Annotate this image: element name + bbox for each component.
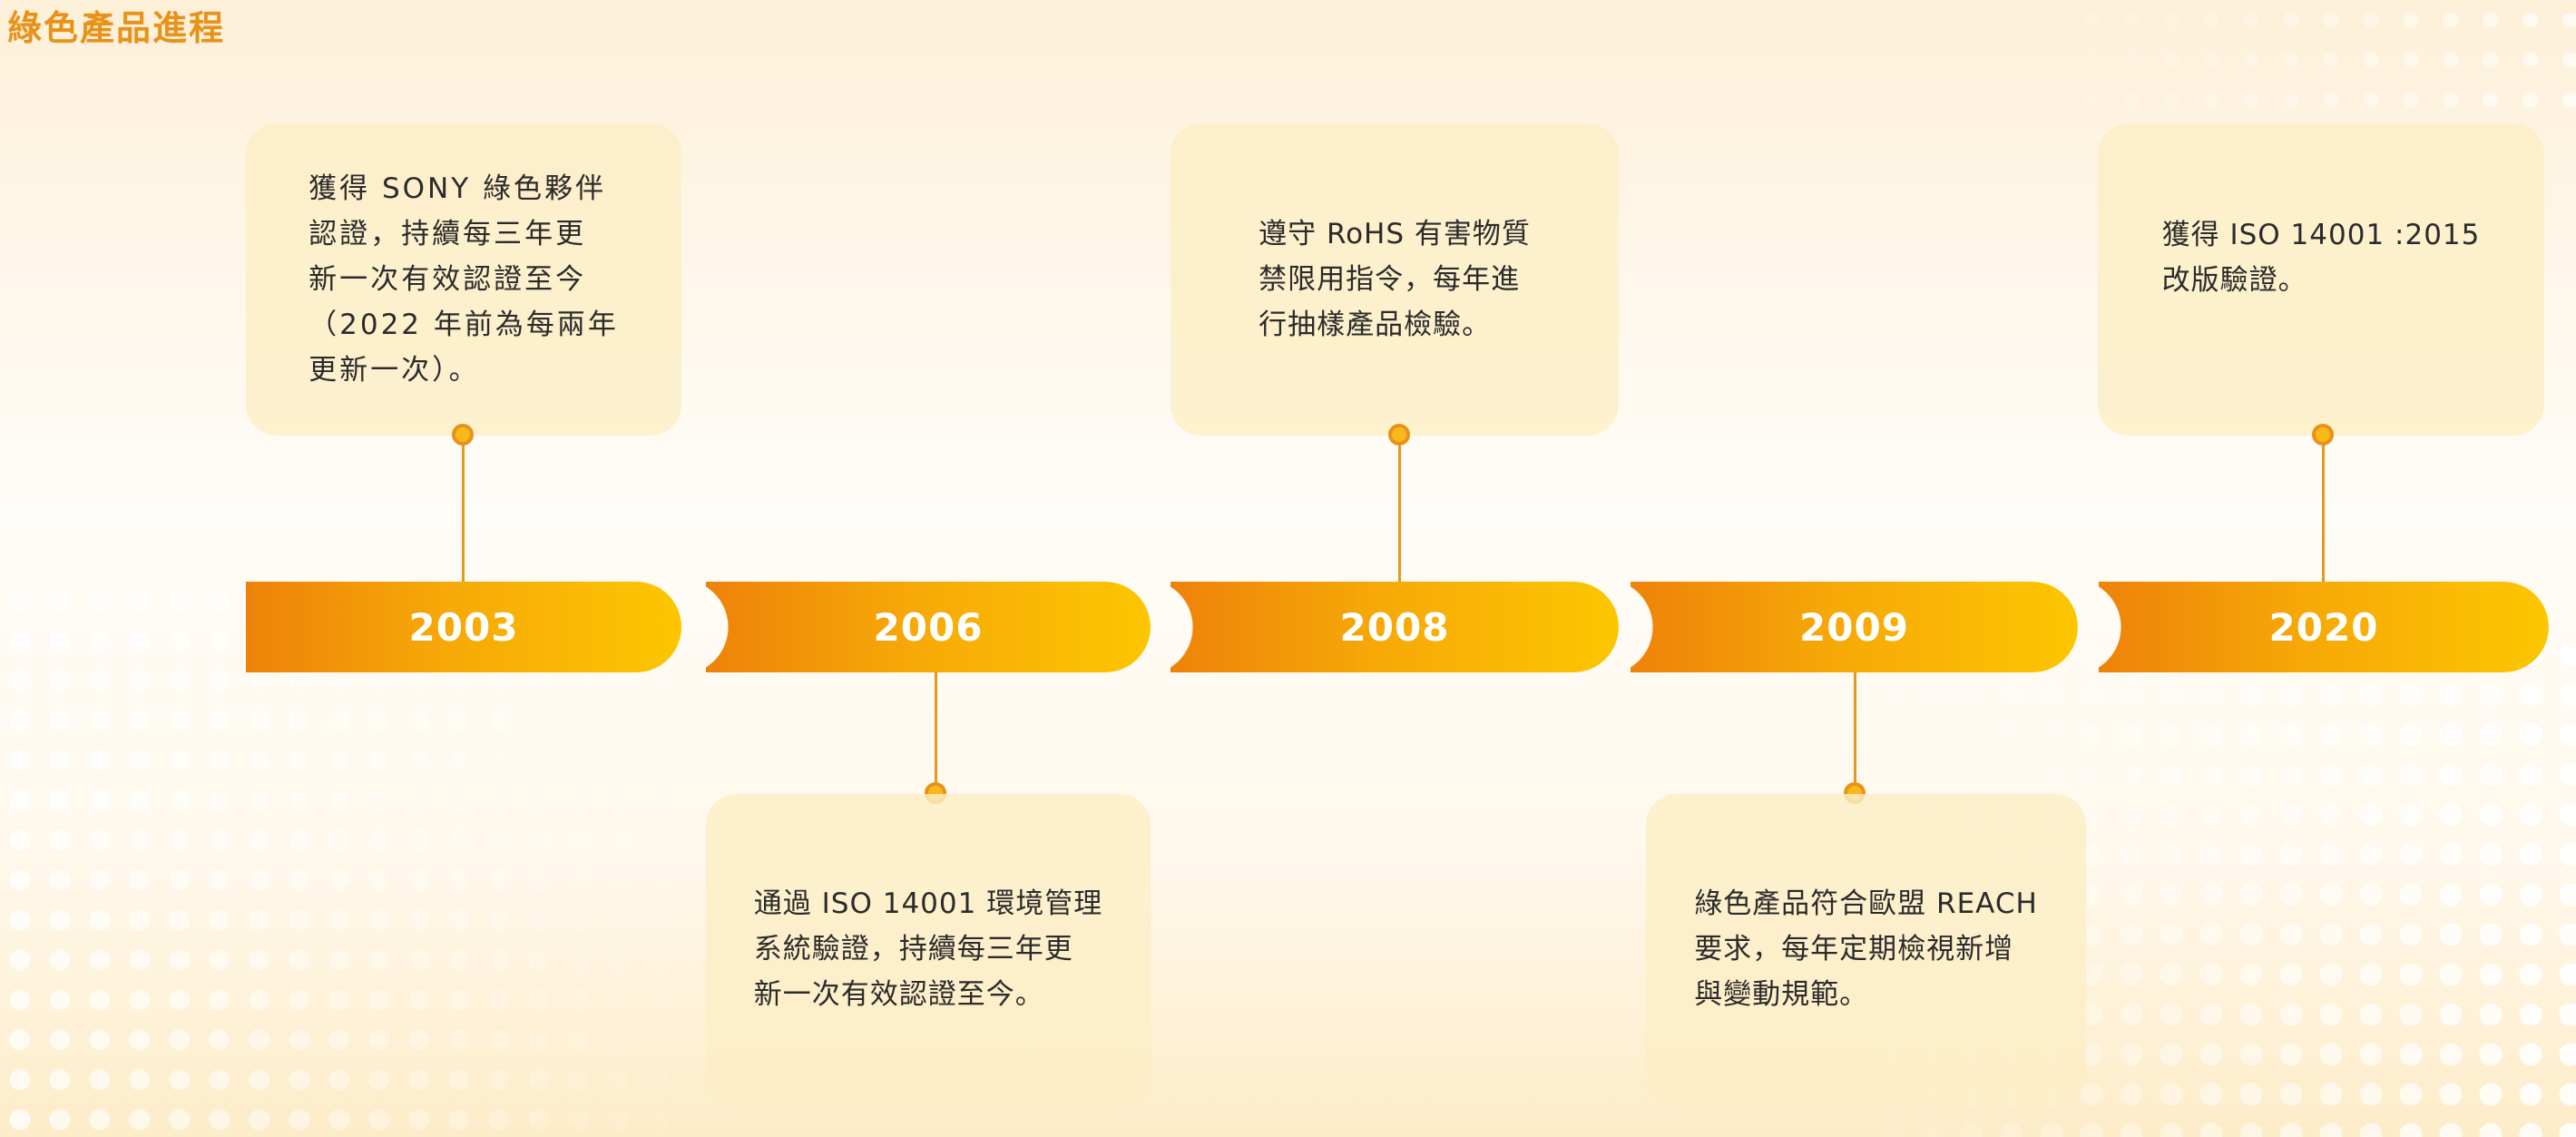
milestone-description: 獲得 ISO 14001 :2015 改版驗證。 [2161, 219, 2481, 297]
year-bar-2003: 2003 [246, 582, 681, 672]
milestone-connector [935, 671, 937, 795]
milestone-description: 獲得 SONY 綠色夥伴 認證，持續每三年更 新一次有效認證至今 （2022 年… [309, 172, 619, 387]
year-label: 2003 [408, 604, 519, 650]
milestone-node [452, 424, 474, 446]
milestone-description: 綠色產品符合歐盟 REACH 要求，每年定期檢視新增 與變動規範。 [1694, 887, 2038, 1011]
year-label: 2006 [873, 604, 984, 650]
dot-pattern-top-right [2032, 0, 2576, 109]
year-bar-2009: 2009 [1631, 582, 2078, 672]
milestone-description: 通過 ISO 14001 環境管理 系統驗證，持續每三年更 新一次有效認證至今。 [753, 887, 1103, 1011]
year-label: 2020 [2268, 604, 2379, 650]
milestone-node [2312, 424, 2334, 446]
milestone-card-2020: 獲得 ISO 14001 :2015 改版驗證。 [2098, 123, 2544, 436]
page-title: 綠色產品進程 [7, 8, 226, 48]
year-bar-2008: 2008 [1170, 582, 1619, 672]
milestone-connector [2322, 434, 2325, 583]
milestone-card-2006: 通過 ISO 14001 環境管理 系統驗證，持續每三年更 新一次有效認證至今。 [706, 794, 1151, 1104]
milestone-node [1388, 424, 1410, 446]
year-bar-2006: 2006 [706, 582, 1151, 672]
milestone-card-2009: 綠色產品符合歐盟 REACH 要求，每年定期檢視新增 與變動規範。 [1646, 794, 2086, 1104]
dot-pattern-left [0, 581, 708, 1137]
milestone-connector [462, 434, 465, 583]
year-label: 2008 [1339, 604, 1450, 650]
milestone-connector [1398, 434, 1401, 583]
milestone-card-2008: 遵守 RoHS 有害物質 禁限用指令，每年進 行抽樣產品檢驗。 [1170, 123, 1619, 436]
milestone-description: 遵守 RoHS 有害物質 禁限用指令，每年進 行抽樣產品檢驗。 [1259, 218, 1531, 341]
milestone-card-2003: 獲得 SONY 綠色夥伴 認證，持續每三年更 新一次有效認證至今 （2022 年… [246, 123, 681, 436]
milestone-connector [1854, 671, 1856, 795]
year-label: 2009 [1799, 604, 1909, 650]
year-bar-2020: 2020 [2099, 582, 2549, 672]
